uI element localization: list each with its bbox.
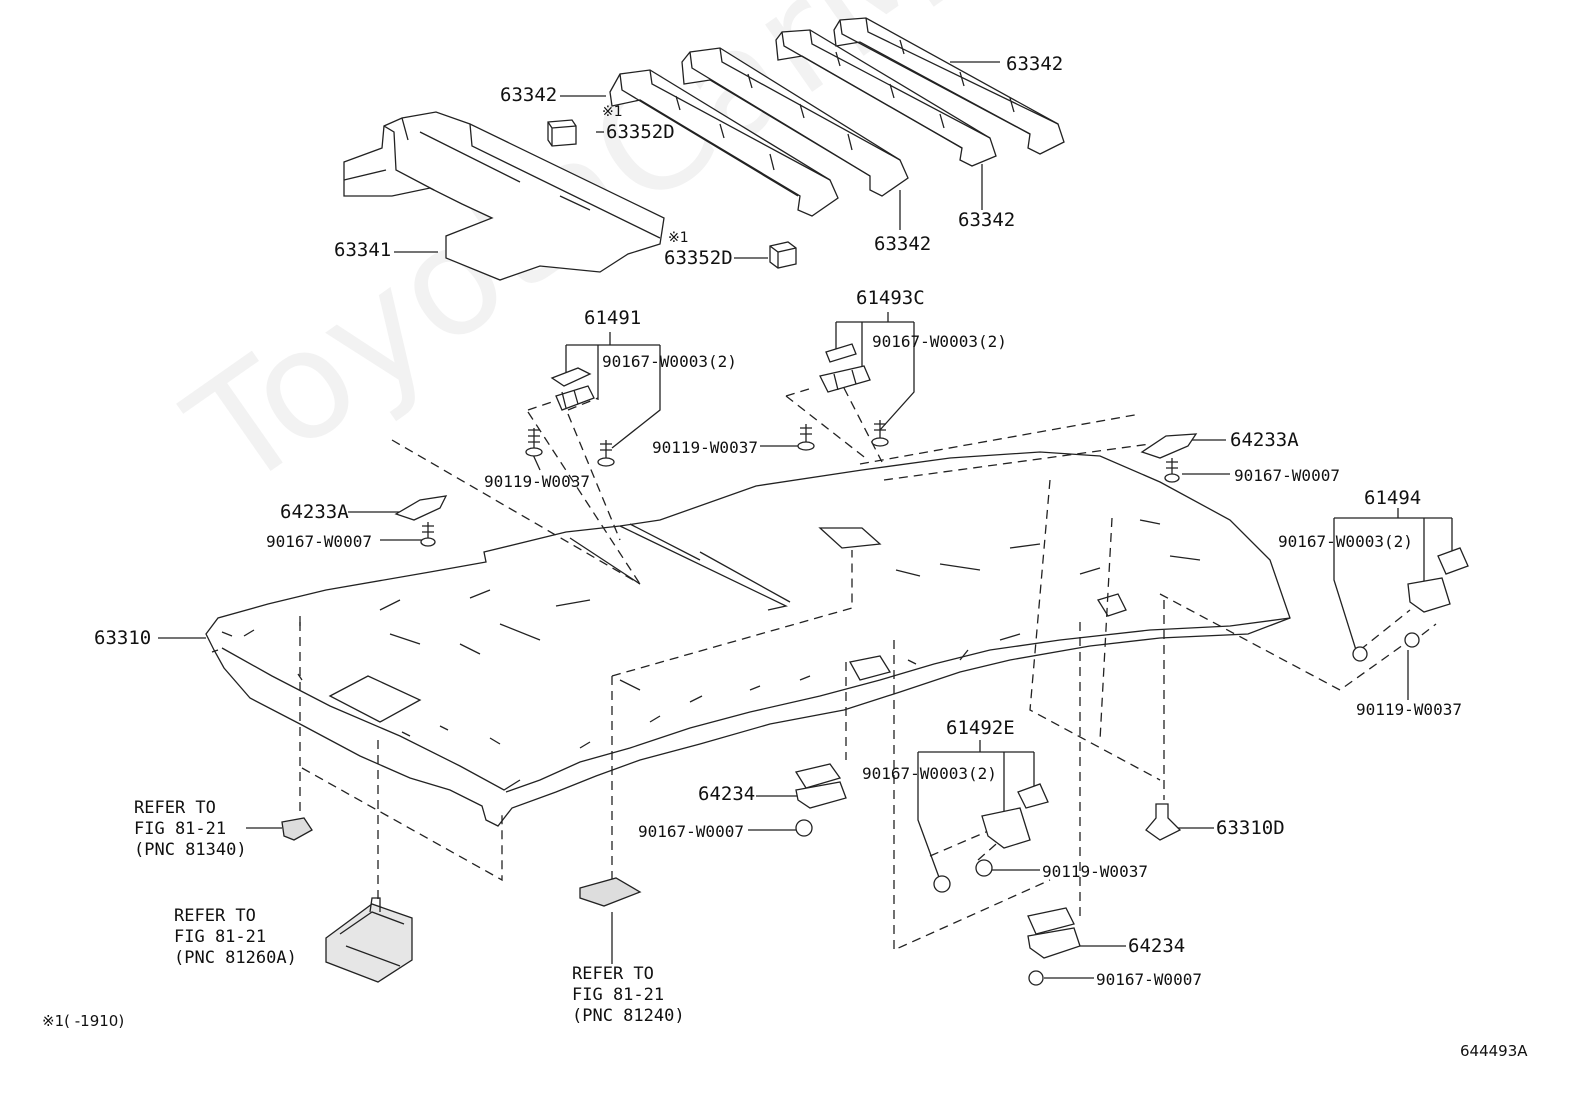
- label-90119-W0037: 90119-W0037: [1042, 862, 1148, 881]
- label-61491: 61491: [584, 307, 642, 329]
- footnote-text: ( -1910): [64, 1012, 125, 1030]
- label-90167-W0003: 90167-W0003(2): [862, 764, 997, 783]
- label-63342: 63342: [1006, 53, 1064, 75]
- screw-90119-b: [798, 424, 814, 450]
- footnote: ※1( -1910): [42, 1012, 124, 1030]
- refer-note-81240: REFER TO FIG 81-21 (PNC 81240): [572, 964, 685, 1026]
- clip-63310D: [1146, 804, 1180, 840]
- label-61493C: 61493C: [856, 287, 925, 309]
- refer-note-81340: REFER TO FIG 81-21 (PNC 81340): [134, 798, 247, 860]
- footnote-mark: ※1: [42, 1012, 65, 1030]
- screw-90119-a: [526, 428, 542, 456]
- refer-note-81260A: REFER TO FIG 81-21 (PNC 81260A): [174, 906, 297, 968]
- label-90119-W0037: 90119-W0037: [652, 438, 758, 457]
- label-90167-W0007: 90167-W0007: [1234, 466, 1340, 485]
- silencer-pad-1: [610, 70, 838, 216]
- label-63352D: 63352D: [664, 247, 733, 269]
- lamp-81340: [282, 818, 312, 840]
- label-90167-W0007: 90167-W0007: [638, 822, 744, 841]
- pad-63352D-a: [548, 120, 576, 146]
- roof-headliner: [206, 452, 1290, 826]
- label-90167-W0007: 90167-W0007: [266, 532, 372, 551]
- dashed-guides: [300, 380, 1436, 950]
- label-63310D: 63310D: [1216, 817, 1285, 839]
- label-63342: 63342: [958, 209, 1016, 231]
- lamp-81240: [580, 878, 640, 906]
- label-64233A: 64233A: [1230, 429, 1299, 451]
- label-63310: 63310: [94, 627, 152, 649]
- label-90167-W0003: 90167-W0003(2): [1278, 532, 1413, 551]
- lamp-64234-a: [796, 764, 846, 836]
- assist-grip-cap-64233A-left: [396, 496, 446, 546]
- label-61492E: 61492E: [946, 717, 1015, 739]
- label-90167-W0003: 90167-W0003(2): [872, 332, 1007, 351]
- label-63342: 63342: [874, 233, 932, 255]
- silencer-pad-4: [834, 18, 1064, 154]
- screw-90167-b: [872, 420, 888, 446]
- silencer-pad-3: [776, 30, 996, 166]
- label-64234: 64234: [1128, 935, 1186, 957]
- lamp-64234-b: [1028, 908, 1080, 985]
- diagram-code: 644493A: [1460, 1042, 1528, 1060]
- label-61494: 61494: [1364, 487, 1422, 509]
- parts-61492E: [934, 784, 1048, 892]
- label-90167-W0007: 90167-W0007: [1096, 970, 1202, 989]
- label-63352D: 63352D: [606, 121, 675, 143]
- label-63342: 63342: [500, 84, 558, 106]
- parts-61491: [552, 368, 594, 410]
- label-90119-W0037: 90119-W0037: [1356, 700, 1462, 719]
- parts-61494: [1353, 548, 1468, 661]
- parts-61493C: [820, 344, 870, 392]
- label-64233A: 64233A: [280, 501, 349, 523]
- label-90119-W0037: 90119-W0037: [484, 472, 590, 491]
- silencer-pad-2: [682, 48, 908, 196]
- note-mark: ※1: [668, 230, 689, 246]
- leader-lines: [158, 62, 1452, 978]
- label-63341: 63341: [334, 239, 392, 261]
- assist-grip-cap-64233A-right: [1142, 434, 1196, 482]
- label-64234: 64234: [698, 783, 756, 805]
- silencer-pad-front: [344, 112, 664, 280]
- pad-63352D-b: [770, 242, 796, 268]
- console-81260A: [326, 898, 412, 982]
- note-mark: ※1: [602, 104, 623, 120]
- screw-90167-a: [598, 440, 614, 466]
- label-90167-W0003: 90167-W0003(2): [602, 352, 737, 371]
